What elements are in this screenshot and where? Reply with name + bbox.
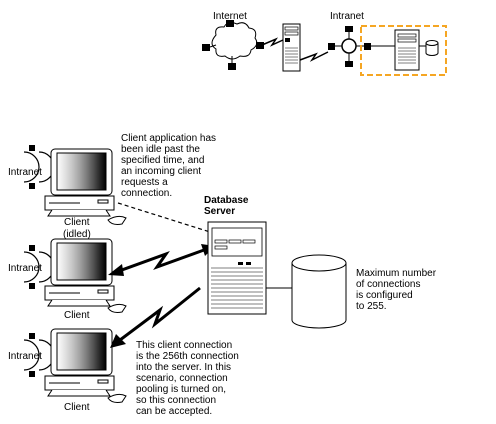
server-tower-icon <box>207 221 267 315</box>
client-label: Client <box>64 217 90 228</box>
database-note: Maximum number of connections is configu… <box>356 268 437 312</box>
client-label: Client <box>64 310 90 321</box>
svg-text:specified time, and: specified time, and <box>121 155 204 166</box>
monitor-icon <box>44 328 127 403</box>
svg-text:Maximum number: Maximum number <box>356 268 437 279</box>
svg-text:been idle past the: been idle past the <box>121 144 200 155</box>
intranet-ring-icon <box>328 26 371 67</box>
overview-diagram: Internet Intranet <box>202 11 447 76</box>
svg-text:can be accepted.: can be accepted. <box>136 406 212 417</box>
database-cylinder-icon <box>291 254 347 329</box>
svg-text:into the server. In this: into the server. In this <box>136 362 231 373</box>
client-new: Intranet Client This client connection i… <box>8 286 239 417</box>
svg-text:pooling is turned on,: pooling is turned on, <box>136 384 226 395</box>
server-label-line1: Database <box>204 195 249 206</box>
internet-cloud-icon <box>202 20 264 70</box>
client-idled-note: Client application has been idle past th… <box>121 133 216 199</box>
monitor-icon <box>44 238 127 313</box>
svg-text:of connections: of connections <box>356 279 421 290</box>
gateway-server-icon <box>282 23 301 72</box>
client-label: Client <box>64 402 90 413</box>
database-server: Database Server <box>204 195 437 329</box>
svg-text:Client application has: Client application has <box>121 133 216 144</box>
client-idled: Intranet Client (idled) Client applicati… <box>8 133 216 240</box>
highlight-database-icon <box>425 40 439 56</box>
client-net-label: Intranet <box>8 167 42 178</box>
new-connection-bolt <box>110 286 201 348</box>
active-connection-bolt <box>108 244 215 276</box>
monitor-icon <box>44 148 127 225</box>
database-server-highlight-box <box>360 25 447 76</box>
svg-text:connection.: connection. <box>121 188 172 199</box>
client-net-label: Intranet <box>8 351 42 362</box>
highlight-server-icon <box>394 29 420 71</box>
internet-link-bolt <box>261 37 284 47</box>
svg-text:is configured: is configured <box>356 290 413 301</box>
svg-text:an incoming client: an incoming client <box>121 166 201 177</box>
idle-connection-line <box>117 202 211 233</box>
internet-label: Internet <box>213 11 247 22</box>
svg-text:so this connection: so this connection <box>136 395 216 406</box>
intranet-label: Intranet <box>330 11 364 22</box>
svg-text:This client connection: This client connection <box>136 340 232 351</box>
svg-text:to 255.: to 255. <box>356 301 387 312</box>
client-active: Intranet Client <box>8 238 215 321</box>
svg-text:scenario, connection: scenario, connection <box>136 373 228 384</box>
client-new-note: This client connection is the 256th conn… <box>136 340 239 417</box>
svg-text:requests a: requests a <box>121 177 168 188</box>
server-label-line2: Server <box>204 206 235 217</box>
svg-text:is the 256th connection: is the 256th connection <box>136 351 239 362</box>
client-net-label: Intranet <box>8 263 42 274</box>
client-status-label: (idled) <box>63 229 91 240</box>
intranet-link-bolt <box>299 51 329 62</box>
